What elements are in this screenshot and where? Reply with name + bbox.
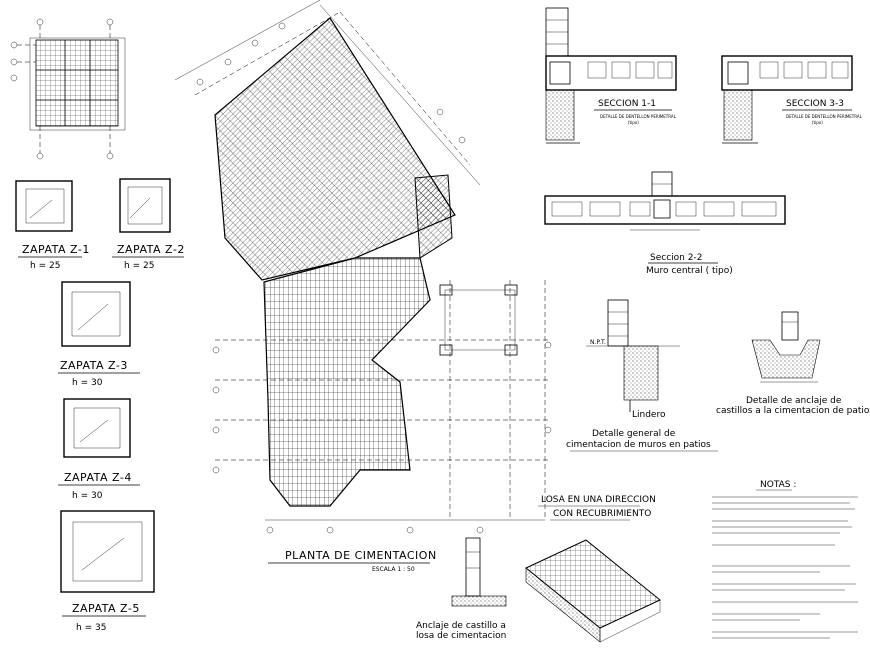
patio-npt-label: N.P.T. bbox=[590, 339, 606, 346]
patio-lindero-label: Lindero bbox=[632, 410, 666, 420]
zapata-z5-height: h = 35 bbox=[76, 623, 106, 633]
zapata-z3: ZAPATA Z-3 h = 30 bbox=[58, 281, 140, 388]
zapata-z5-title: ZAPATA Z-5 bbox=[72, 602, 140, 615]
zapata-z1: ZAPATA Z-1 h = 25 bbox=[15, 180, 90, 271]
plan-scale: ESCALA 1 : 50 bbox=[372, 566, 415, 573]
patio-caption-2: cimentacion de muros en patios bbox=[566, 440, 711, 450]
section-1-1: SECCION 1-1 DETALLE DE DENTELLON PERIMET… bbox=[545, 7, 677, 144]
slab-title-2: CON RECUBRIMIENTO bbox=[553, 509, 651, 519]
slab-title-1: LOSA EN UNA DIRECCION bbox=[541, 495, 656, 505]
section-2-2-subtitle: Muro central ( tipo) bbox=[646, 266, 733, 276]
zapata-z3-title: ZAPATA Z-3 bbox=[60, 359, 128, 372]
patio-caption-1: Detalle general de bbox=[592, 429, 676, 439]
notes-block: NOTAS : bbox=[712, 480, 858, 639]
section-1-1-subtitle: DETALLE DE DENTELLON PERIMETRAL bbox=[600, 114, 677, 119]
one-way-slab-detail: LOSA EN UNA DIRECCION CON RECUBRIMIENTO bbox=[525, 495, 661, 643]
zapata-z4: ZAPATA Z-4 h = 30 bbox=[58, 398, 140, 501]
zapata-z4-height: h = 30 bbox=[72, 491, 103, 501]
zapata-z2-height: h = 25 bbox=[124, 261, 154, 271]
section-3-3-title: SECCION 3-3 bbox=[786, 99, 844, 109]
anchor-slab-caption-2: losa de cimentacion bbox=[416, 631, 506, 641]
section-2-2-title: Seccion 2-2 bbox=[650, 253, 702, 263]
anchor-slab-caption-1: Anclaje de castillo a bbox=[416, 621, 506, 631]
section-2-2: Seccion 2-2 Muro central ( tipo) bbox=[544, 171, 786, 276]
column-anchor-slab-detail: Anclaje de castillo a losa de cimentacio… bbox=[416, 537, 506, 641]
section-3-3: SECCION 3-3 DETALLE DE DENTELLON PERIMET… bbox=[721, 55, 863, 144]
section-1-1-title: SECCION 1-1 bbox=[598, 99, 656, 109]
zapata-z5: ZAPATA Z-5 h = 35 bbox=[60, 510, 155, 633]
section-3-3-tipo: (tipo) bbox=[812, 120, 823, 125]
anchor-patio-caption-1: Detalle de anclaje de bbox=[746, 396, 842, 406]
foundation-plan: PLANTA DE CIMENTACION ESCALA 1 : 50 bbox=[174, 0, 552, 573]
patio-wall-detail: N.P.T. Lindero Detalle general de ciment… bbox=[566, 299, 718, 452]
mini-foundation-plan bbox=[10, 18, 126, 160]
zapata-z1-title: ZAPATA Z-1 bbox=[22, 243, 90, 256]
anchor-patio-caption-2: castillos a la cimentacion de patios bbox=[716, 406, 870, 416]
zapata-z2-title: ZAPATA Z-2 bbox=[117, 243, 185, 256]
zapata-z1-height: h = 25 bbox=[30, 261, 60, 271]
zapata-z2: ZAPATA Z-2 h = 25 bbox=[112, 178, 185, 271]
zapata-z4-title: ZAPATA Z-4 bbox=[64, 471, 132, 484]
section-3-3-subtitle: DETALLE DE DENTELLON PERIMETRAL bbox=[786, 114, 863, 119]
notes-title: NOTAS : bbox=[760, 480, 796, 490]
plan-title: PLANTA DE CIMENTACION bbox=[285, 549, 437, 562]
section-1-1-tipo: (tipo) bbox=[628, 120, 639, 125]
column-anchor-patio-detail: Detalle de anclaje de castillos a la cim… bbox=[716, 311, 870, 416]
zapata-z3-height: h = 30 bbox=[72, 378, 103, 388]
